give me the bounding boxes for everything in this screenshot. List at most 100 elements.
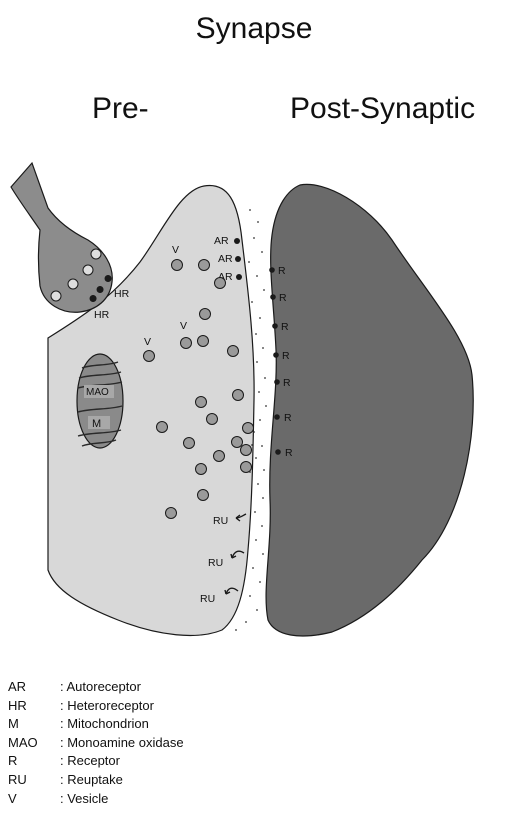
neurotransmitter-dot: [253, 431, 255, 433]
legend-item: RU : Reuptake: [8, 771, 184, 790]
legend-abbr: R: [8, 752, 60, 771]
heteroreceptor: [105, 275, 112, 282]
neurotransmitter-dot: [251, 444, 253, 446]
vesicle: [228, 346, 239, 357]
legend-abbr: MAO: [8, 734, 60, 753]
legend-item: R : Receptor: [8, 752, 184, 771]
vesicle: [181, 338, 192, 349]
neurotransmitter-dot: [265, 405, 267, 407]
receptor-label: R: [282, 350, 290, 362]
legend-abbr: AR: [8, 678, 60, 697]
receptor-label: R: [285, 447, 293, 459]
legend-desc: : Heteroreceptor: [60, 697, 154, 716]
vesicle-label: V: [180, 320, 187, 332]
legend-abbr: M: [8, 715, 60, 734]
vesicle-label: V: [144, 336, 151, 348]
heteroreceptor: [97, 286, 104, 293]
vesicle: [241, 462, 252, 473]
legend-item: V : Vesicle: [8, 790, 184, 809]
axon-vesicle: [68, 279, 78, 289]
heteroreceptor-label: HR: [94, 309, 110, 321]
post-synaptic-neuron: [266, 184, 473, 636]
neurotransmitter-dot: [256, 609, 258, 611]
neurotransmitter-dot: [249, 209, 251, 211]
autoreceptor-label: AR: [214, 235, 229, 247]
autoreceptor: [236, 274, 242, 280]
neurotransmitter-dot: [252, 567, 254, 569]
vesicle: [196, 397, 207, 408]
receptor: [270, 294, 276, 300]
vesicle: [198, 490, 209, 501]
vesicle: [184, 438, 195, 449]
receptor: [274, 379, 280, 385]
neurotransmitter-dot: [263, 289, 265, 291]
neurotransmitter-dot: [259, 317, 261, 319]
mitochondrion: [77, 354, 123, 448]
axon-vesicle: [83, 265, 93, 275]
neurotransmitter-dot: [262, 497, 264, 499]
neurotransmitter-dot: [255, 539, 257, 541]
neurotransmitter-dot: [258, 391, 260, 393]
receptor-label: R: [278, 265, 286, 277]
vesicle: [200, 309, 211, 320]
autoreceptor: [234, 238, 240, 244]
neurotransmitter-dot: [255, 333, 257, 335]
autoreceptor: [235, 256, 241, 262]
neurotransmitter-dot: [262, 347, 264, 349]
neurotransmitter-dot: [264, 377, 266, 379]
vesicle: [144, 351, 155, 362]
vesicle: [157, 422, 168, 433]
heteroreceptor-label: HR: [114, 288, 130, 300]
receptor: [269, 267, 275, 273]
vesicle: [198, 336, 209, 347]
neurotransmitter-dot: [253, 237, 255, 239]
receptor: [274, 414, 280, 420]
vesicle: [199, 260, 210, 271]
neurotransmitter-dot: [248, 261, 250, 263]
vesicle: [243, 423, 254, 434]
mao-label: MAO: [86, 387, 109, 398]
neurotransmitter-dot: [256, 275, 258, 277]
neurotransmitter-dot: [249, 471, 251, 473]
reuptake-label: RU: [200, 593, 215, 605]
neurotransmitter-dot: [257, 483, 259, 485]
axon-vesicle: [91, 249, 101, 259]
receptor-label: R: [284, 412, 292, 424]
legend-item: M : Mitochondrion: [8, 715, 184, 734]
neurotransmitter-dot: [262, 553, 264, 555]
neurotransmitter-dot: [251, 301, 253, 303]
legend-desc: : Vesicle: [60, 790, 108, 809]
legend-item: MAO : Monoamine oxidase: [8, 734, 184, 753]
vesicle-label: V: [172, 244, 179, 256]
neurotransmitter-dot: [261, 445, 263, 447]
vesicle: [214, 451, 225, 462]
vesicle: [233, 390, 244, 401]
receptor-label: R: [283, 377, 291, 389]
receptor: [275, 449, 281, 455]
neurotransmitter-dot: [256, 361, 258, 363]
neurotransmitter-dot: [245, 621, 247, 623]
receptor-label: R: [281, 321, 289, 333]
legend-desc: : Mitochondrion: [60, 715, 149, 734]
receptor: [273, 352, 279, 358]
vesicle: [232, 437, 243, 448]
legend-desc: : Monoamine oxidase: [60, 734, 184, 753]
vesicle: [215, 278, 226, 289]
neurotransmitter-dot: [257, 221, 259, 223]
neurotransmitter-dot: [255, 457, 257, 459]
heteroreceptor: [90, 295, 97, 302]
neurotransmitter-dot: [259, 419, 261, 421]
legend-desc: : Reuptake: [60, 771, 123, 790]
neurotransmitter-dot: [259, 581, 261, 583]
legend-abbr: HR: [8, 697, 60, 716]
legend-abbr: V: [8, 790, 60, 809]
reuptake-label: RU: [208, 557, 223, 569]
neurotransmitter-dot: [263, 469, 265, 471]
vesicle: [196, 464, 207, 475]
legend-abbr: RU: [8, 771, 60, 790]
legend: AR : Autoreceptor HR : Heteroreceptor M …: [8, 678, 184, 808]
legend-desc: : Receptor: [60, 752, 120, 771]
receptor: [272, 323, 278, 329]
neurotransmitter-dot: [254, 511, 256, 513]
receptor-label: R: [279, 292, 287, 304]
